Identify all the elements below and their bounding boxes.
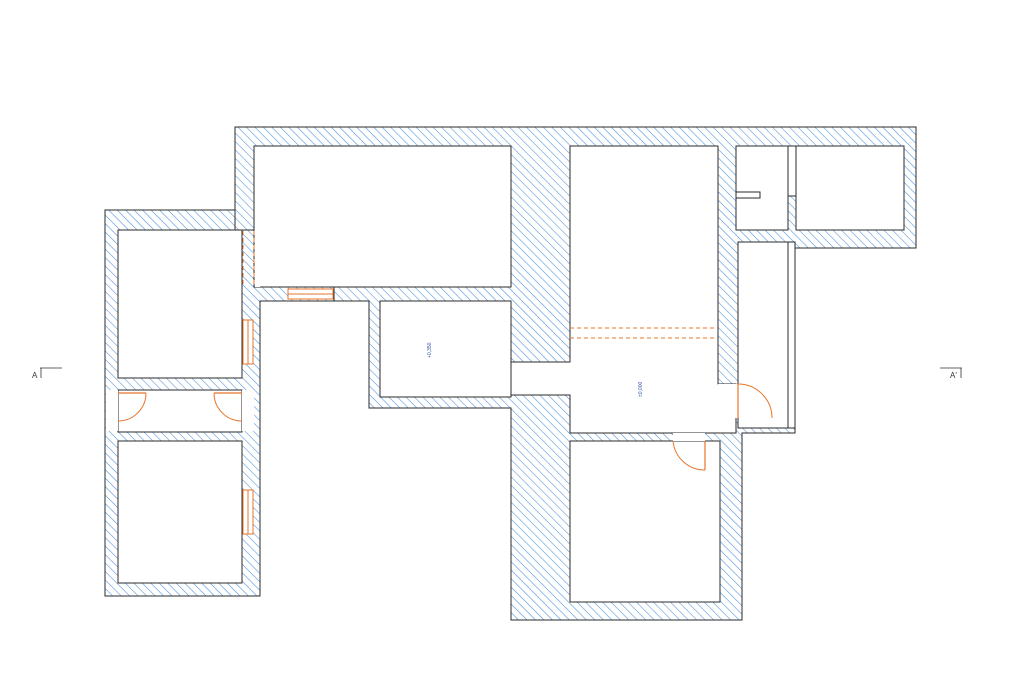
doors xyxy=(106,383,773,471)
section-marker-left: A xyxy=(32,367,62,380)
rooms xyxy=(117,145,905,620)
room-left-upper xyxy=(117,229,243,379)
partition-top-right-stub xyxy=(787,145,797,197)
room-left-corridor xyxy=(117,389,243,433)
room-top-left-large xyxy=(253,145,512,288)
door-left-corridor-east xyxy=(213,390,254,431)
section-label-right: A' xyxy=(950,371,957,380)
partition-right-corridor xyxy=(787,241,796,429)
level-marker-hall: ±0,000 xyxy=(638,382,644,397)
exterior-courtyard xyxy=(261,302,368,620)
overhead-lines xyxy=(242,231,718,339)
window-top-corridor xyxy=(287,288,334,300)
room-top-right-b xyxy=(795,145,905,231)
section-label-left: A xyxy=(32,371,38,380)
room-central-hall xyxy=(510,145,737,434)
window-left-upper xyxy=(242,319,254,365)
room-bottom-right xyxy=(569,440,721,603)
partition-top-right-small xyxy=(735,191,761,199)
door-left-corridor-west xyxy=(106,390,147,431)
dashed-opening-left xyxy=(242,231,255,287)
room-middle-small xyxy=(379,300,512,398)
level-marker-small-room: +0,350 xyxy=(427,342,433,358)
dashed-opening-hall xyxy=(570,327,718,339)
window-left-lower xyxy=(242,489,254,535)
section-marker-right: A' xyxy=(940,367,962,380)
windows xyxy=(242,288,334,535)
room-left-lower xyxy=(117,440,243,584)
room-top-right-a xyxy=(735,145,789,231)
partitions xyxy=(735,145,797,429)
exterior-gap xyxy=(255,231,260,287)
door-bottom-right-room xyxy=(672,433,706,471)
room-right-corridor xyxy=(737,241,789,429)
door-right-corridor xyxy=(718,383,773,419)
